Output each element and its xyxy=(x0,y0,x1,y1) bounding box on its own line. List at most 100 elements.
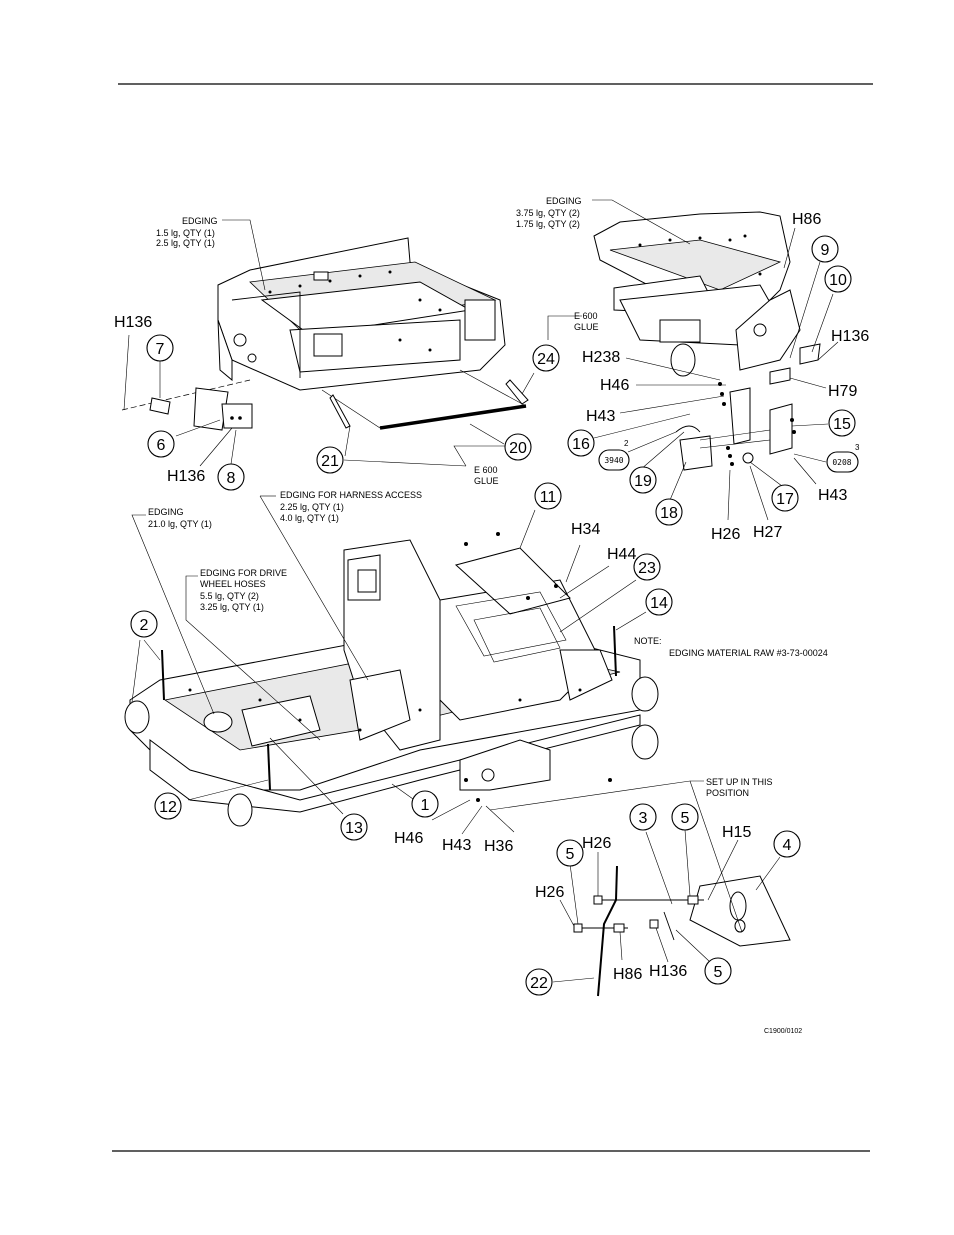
callout-24: 24 xyxy=(532,344,560,372)
svg-text:5.5 lg, QTY (2): 5.5 lg, QTY (2) xyxy=(200,591,259,601)
ref-h34: H34 xyxy=(571,521,600,538)
note-setup: SET UP IN THIS POSITION xyxy=(706,777,773,798)
ref-h43-top: H43 xyxy=(586,408,615,425)
callout-3: 3 xyxy=(629,803,657,831)
main-frame-assembly xyxy=(124,532,659,827)
svg-text:5: 5 xyxy=(681,810,690,827)
ref-h44: H44 xyxy=(607,546,636,563)
callout-16: 16 xyxy=(567,429,595,457)
ref-h43-bottom: H43 xyxy=(442,837,471,854)
svg-text:14: 14 xyxy=(650,595,668,612)
svg-text:24: 24 xyxy=(537,351,555,368)
ref-h46-bottom: H46 xyxy=(394,830,423,847)
tag-0208: 0208 3 xyxy=(826,443,860,473)
svg-text:SET UP IN THIS: SET UP IN THIS xyxy=(706,777,773,787)
ref-h136-left: H136 xyxy=(114,314,152,331)
svg-text:5: 5 xyxy=(566,846,575,863)
svg-text:4.0 lg, QTY (1): 4.0 lg, QTY (1) xyxy=(280,513,339,523)
svg-text:12: 12 xyxy=(159,799,177,816)
svg-text:19: 19 xyxy=(634,473,652,490)
svg-text:POSITION: POSITION xyxy=(706,788,749,798)
callout-21: 21 xyxy=(316,446,344,474)
note-edging-top-right: EDGING 3.75 lg, QTY (2) 1.75 lg, QTY (2) xyxy=(516,196,582,229)
svg-text:EDGING MATERIAL RAW #3-73-0002: EDGING MATERIAL RAW #3-73-00024 xyxy=(669,648,828,658)
svg-text:23: 23 xyxy=(638,560,656,577)
svg-text:21: 21 xyxy=(321,453,339,470)
tag-3940: 3940 2 xyxy=(598,439,630,471)
svg-text:11: 11 xyxy=(540,489,557,506)
leader-lines xyxy=(123,199,839,983)
ref-h79: H79 xyxy=(828,383,857,400)
svg-text:7: 7 xyxy=(156,341,165,358)
callout-8: 8 xyxy=(217,463,245,491)
svg-text:WHEEL HOSES: WHEEL HOSES xyxy=(200,579,266,589)
callout-4: 4 xyxy=(773,830,801,858)
svg-text:15: 15 xyxy=(833,416,851,433)
callout-20: 20 xyxy=(504,433,532,461)
svg-text:8: 8 xyxy=(227,470,236,487)
svg-text:1: 1 xyxy=(421,797,430,814)
svg-text:EDGING: EDGING xyxy=(182,216,218,226)
callout-19: 19 xyxy=(629,466,657,494)
svg-text:1.75 lg, QTY (2): 1.75 lg, QTY (2) xyxy=(516,219,580,229)
svg-text:3.25 lg, QTY (1): 3.25 lg, QTY (1) xyxy=(200,602,264,612)
callout-5-upper: 5 xyxy=(671,803,699,831)
svg-text:16: 16 xyxy=(572,436,590,453)
svg-text:13: 13 xyxy=(345,820,363,837)
svg-text:21.0 lg, QTY (1): 21.0 lg, QTY (1) xyxy=(148,519,212,529)
note-glue-24: E 600 GLUE xyxy=(574,311,599,332)
svg-text:GLUE: GLUE xyxy=(474,476,499,486)
callout-2: 2 xyxy=(130,610,158,638)
callout-14: 14 xyxy=(645,588,673,616)
ref-h136-right: H136 xyxy=(831,328,869,345)
note-edging-drive: EDGING FOR DRIVE WHEEL HOSES 5.5 lg, QTY… xyxy=(200,568,287,612)
callout-10: 10 xyxy=(824,265,852,293)
ref-h27: H27 xyxy=(753,524,782,541)
callout-23: 23 xyxy=(633,553,661,581)
svg-text:3940: 3940 xyxy=(604,456,623,465)
note-edging-harness: EDGING FOR HARNESS ACCESS 2.25 lg, QTY (… xyxy=(280,490,422,523)
svg-text:2.5 lg, QTY (1): 2.5 lg, QTY (1) xyxy=(156,238,215,248)
svg-text:0208: 0208 xyxy=(832,458,851,467)
note-material: NOTE: EDGING MATERIAL RAW #3-73-00024 xyxy=(634,636,828,658)
svg-text:3: 3 xyxy=(639,810,648,827)
callout-17: 17 xyxy=(771,484,799,512)
svg-text:2: 2 xyxy=(624,439,629,448)
ref-h26-top: H26 xyxy=(711,526,740,543)
svg-text:1.5 lg, QTY (1): 1.5 lg, QTY (1) xyxy=(156,228,215,238)
svg-text:2.25 lg, QTY (1): 2.25 lg, QTY (1) xyxy=(280,502,344,512)
note-glue-20: E 600 GLUE xyxy=(474,465,499,486)
callout-11: 11 xyxy=(534,482,562,510)
svg-text:EDGING: EDGING xyxy=(148,507,184,517)
svg-text:22: 22 xyxy=(530,975,548,992)
callout-5-lower: 5 xyxy=(704,957,732,985)
svg-text:EDGING: EDGING xyxy=(546,196,582,206)
callout-7: 7 xyxy=(146,334,174,362)
ref-h86-bottom: H86 xyxy=(613,966,642,983)
ref-h43-right: H43 xyxy=(818,487,847,504)
svg-text:5: 5 xyxy=(714,964,723,981)
svg-text:2: 2 xyxy=(140,617,149,634)
svg-text:3.75 lg, QTY (2): 3.75 lg, QTY (2) xyxy=(516,208,580,218)
svg-text:4: 4 xyxy=(783,837,792,854)
callout-18: 18 xyxy=(655,498,683,526)
note-edging-21: EDGING 21.0 lg, QTY (1) xyxy=(148,507,212,529)
ref-h136-bottom: H136 xyxy=(649,963,687,980)
ref-h26-mid: H26 xyxy=(582,835,611,852)
ref-h136-lower-left: H136 xyxy=(167,468,205,485)
svg-text:10: 10 xyxy=(829,272,847,289)
svg-text:18: 18 xyxy=(660,505,678,522)
ref-h26-left: H26 xyxy=(535,884,564,901)
svg-text:17: 17 xyxy=(776,491,794,508)
svg-text:6: 6 xyxy=(157,437,166,454)
ref-h238: H238 xyxy=(582,349,620,366)
svg-text:3: 3 xyxy=(855,443,860,452)
svg-text:E 600: E 600 xyxy=(474,465,498,475)
callout-5-left: 5 xyxy=(556,839,584,867)
callout-9: 9 xyxy=(811,235,839,263)
callout-15: 15 xyxy=(828,409,856,437)
svg-text:GLUE: GLUE xyxy=(574,322,599,332)
callout-22: 22 xyxy=(525,968,553,996)
ref-h46-top: H46 xyxy=(600,377,629,394)
svg-text:E 600: E 600 xyxy=(574,311,598,321)
